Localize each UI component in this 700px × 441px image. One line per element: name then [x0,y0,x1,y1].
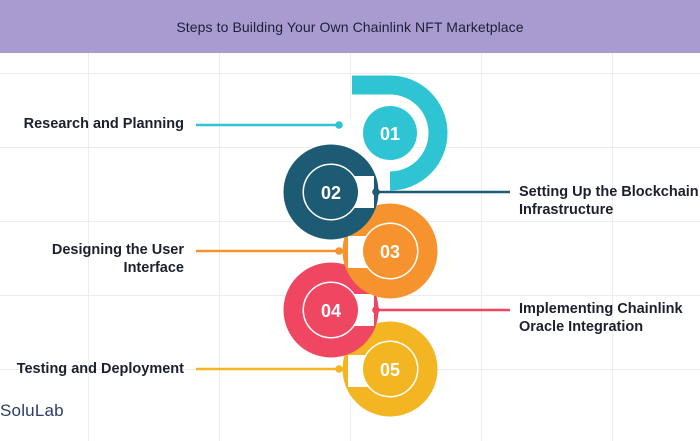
step-04-number: 04 [321,301,341,321]
step-03-label: Designing the User Interface [51,242,184,276]
step-01-ring [196,75,448,191]
step-01-label: Research and Planning [23,116,184,132]
step-02-badge [304,165,358,219]
step-02-number: 02 [321,183,341,203]
step-04-label: Implementing Chainlink Oracle Integratio… [519,301,683,335]
step-03-ring [196,203,438,299]
step-05-ring [196,321,438,417]
step-04-badge [304,283,358,337]
title-banner: Steps to Building Your Own Chainlink NFT… [0,0,700,53]
step-05-number: 05 [380,360,400,380]
step-02-ring [283,144,510,240]
step-01-badge [363,106,417,160]
brand-logo: SoluLab [0,401,64,420]
step-02-label: Setting Up the Blockchain Infrastructure [519,184,699,218]
step-03-number: 03 [380,242,400,262]
step-04-ring [283,262,510,358]
step-03-badge [363,224,417,278]
step-05-badge [363,342,417,396]
step-01-number: 01 [380,124,400,144]
page-title: Steps to Building Your Own Chainlink NFT… [176,18,524,35]
step-05-label: Testing and Deployment [16,361,184,377]
